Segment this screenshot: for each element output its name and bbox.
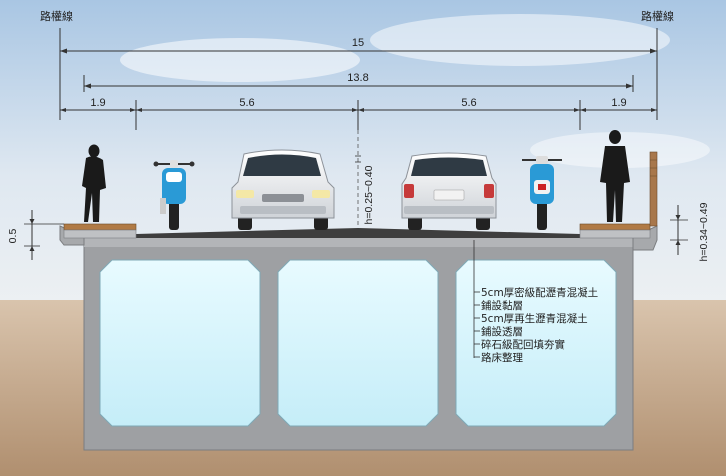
legend-item: 鋪設黏層	[481, 299, 523, 312]
cloud	[370, 14, 670, 66]
pavement-layer-legend: 5cm厚密級配瀝青混凝土 鋪設黏層 5cm厚再生瀝青混凝土 鋪設透層 碎石級配回…	[474, 286, 598, 364]
svg-text:h=0.34~0.49: h=0.34~0.49	[698, 202, 710, 261]
legend-item: 路床整理	[481, 351, 523, 364]
svg-text:5.6: 5.6	[239, 97, 254, 109]
sidewalk-left	[63, 223, 137, 231]
svg-text:0.5: 0.5	[7, 229, 19, 244]
scooter-right	[522, 156, 562, 230]
row-label-left: 路權線	[40, 9, 73, 23]
svg-text:1.9: 1.9	[611, 97, 626, 109]
cloud	[120, 38, 360, 82]
legend-item: 碎石級配回填夯實	[481, 338, 565, 351]
legend-item: 鋪設透層	[481, 325, 523, 338]
sidewalk-left-base	[63, 229, 137, 239]
culvert-cell-left	[99, 259, 261, 427]
svg-text:1.9: 1.9	[90, 97, 105, 109]
pedestrian-left-figure	[82, 144, 106, 222]
legend-item: 5cm厚密級配瀝青混凝土	[481, 286, 598, 299]
asphalt-pavement	[136, 228, 580, 238]
dimension-right-height: h=0.34~0.49	[670, 202, 710, 261]
car-right	[401, 152, 497, 230]
culvert-cell-middle	[277, 259, 439, 427]
dimension-segments: 1.9 5.6 5.6 1.9	[60, 97, 657, 130]
svg-text:5.6: 5.6	[461, 97, 476, 109]
svg-text:15: 15	[352, 37, 364, 49]
dimension-total: 15	[60, 37, 657, 54]
culvert-cell-right	[455, 259, 617, 427]
dimension-roadway: 13.8	[83, 72, 634, 92]
dimension-pavement-thickness: h=0.25~0.40	[355, 155, 375, 224]
svg-text:13.8: 13.8	[347, 72, 368, 84]
scooter-left	[153, 160, 195, 230]
svg-text:h=0.25~0.40: h=0.25~0.40	[363, 165, 375, 224]
parapet-right	[649, 151, 658, 227]
dimension-curb-height: 0.5	[7, 210, 64, 260]
sidewalk-right	[579, 223, 651, 231]
car-left	[231, 149, 335, 230]
sidewalk-right-base	[579, 229, 651, 239]
row-label-right: 路權線	[641, 9, 674, 23]
legend-item: 5cm厚再生瀝青混凝土	[481, 312, 588, 325]
pedestrian-right-figure	[600, 130, 630, 222]
